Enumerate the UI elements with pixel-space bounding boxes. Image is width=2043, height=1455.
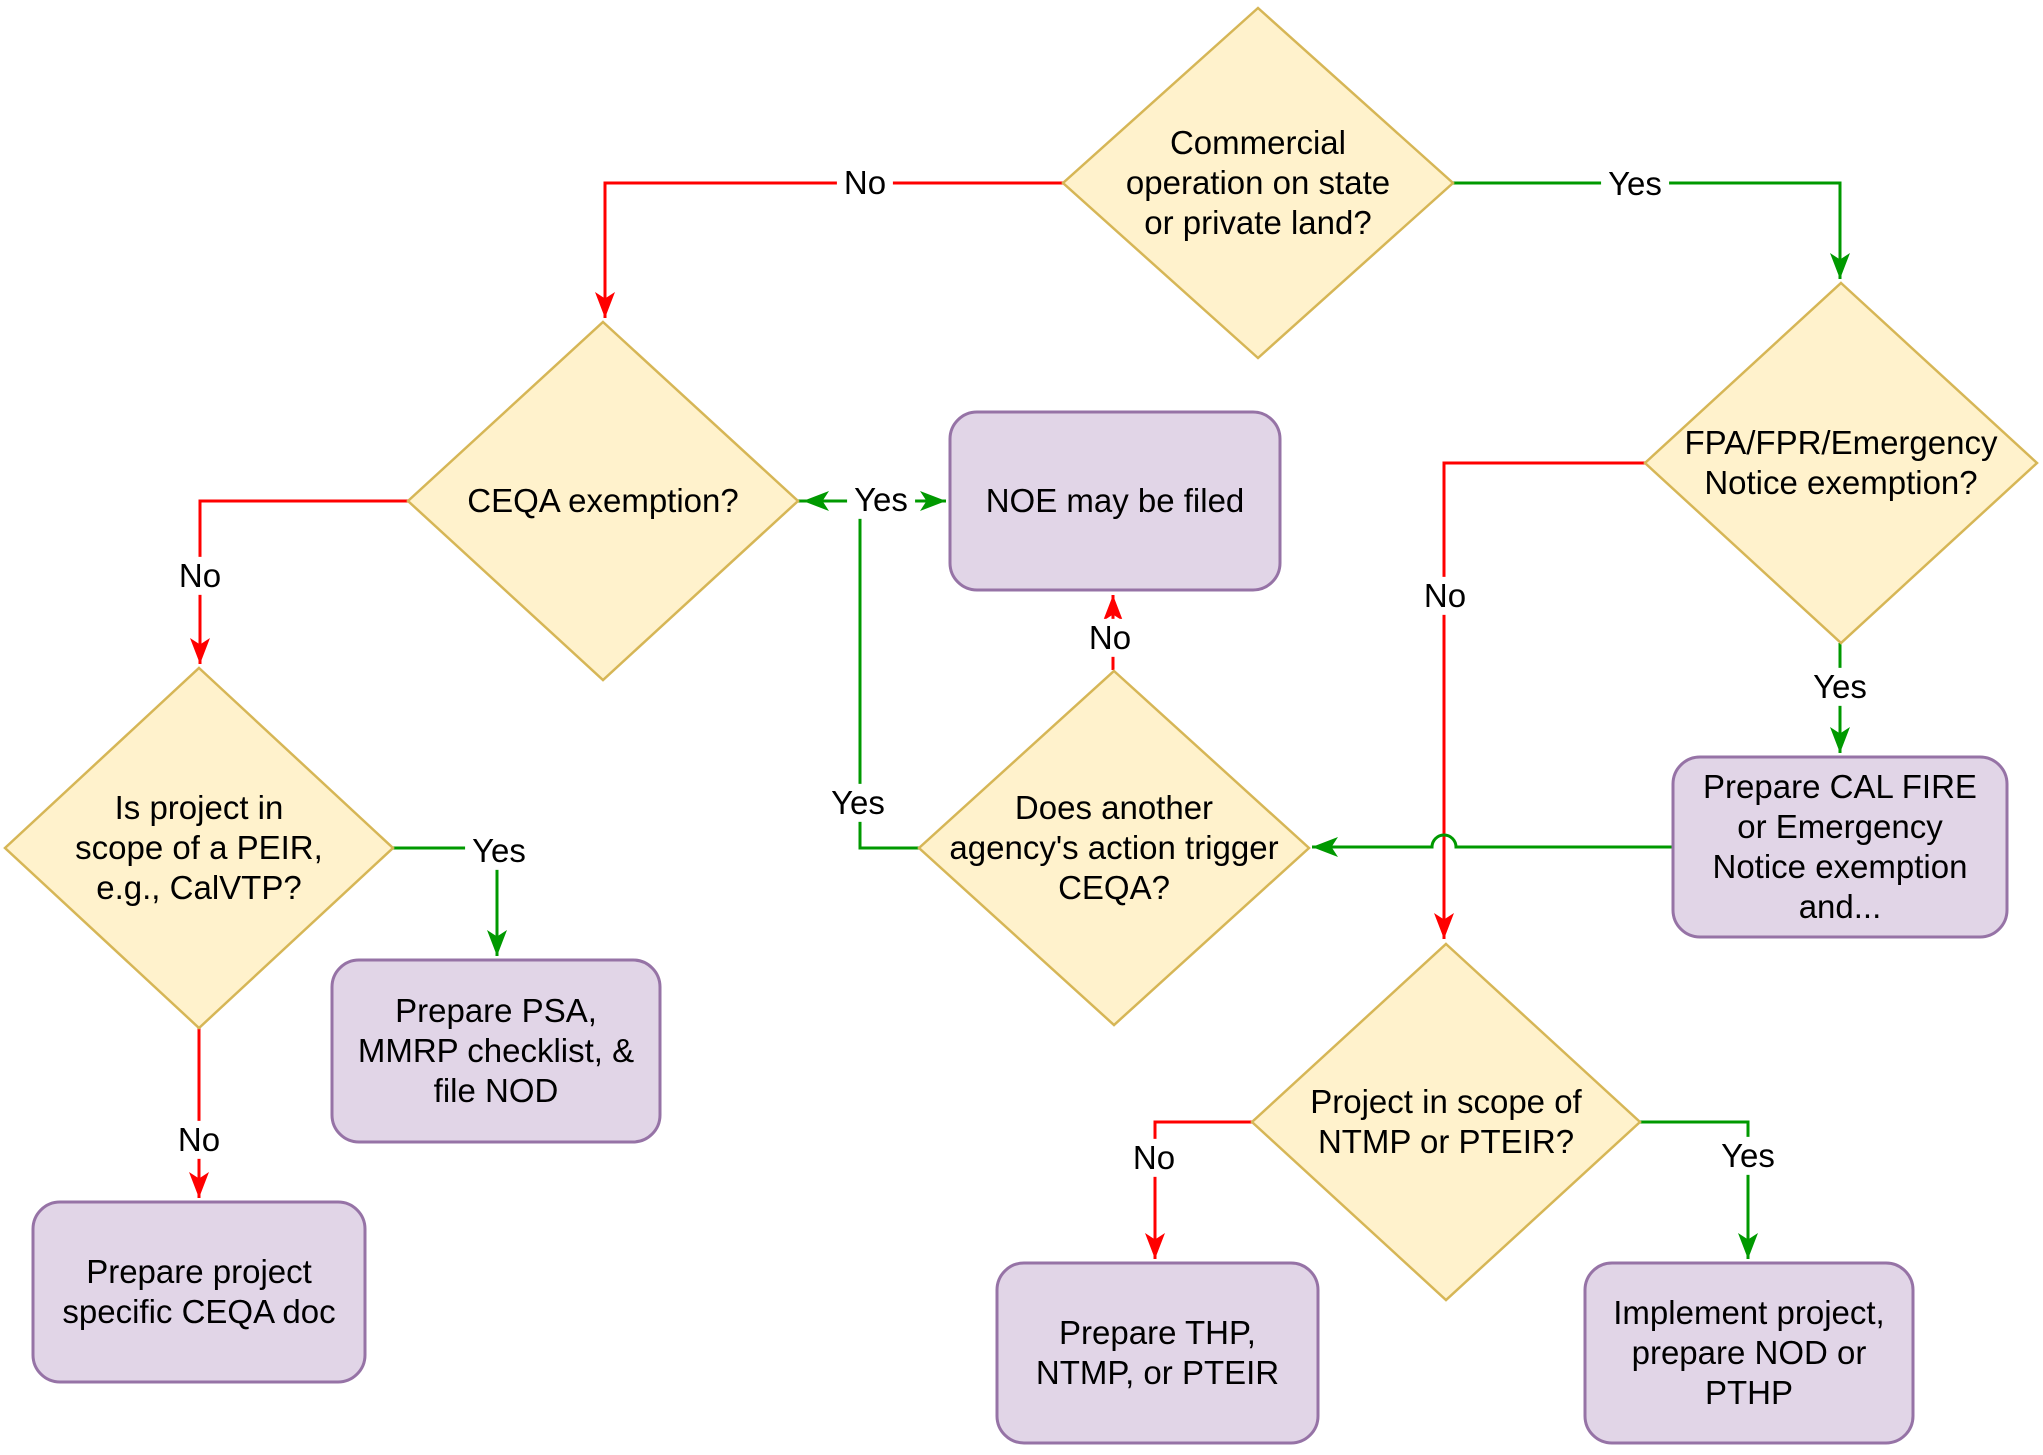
edge-commercial-no [595, 181, 1063, 318]
edge-ntmp-yes [1640, 1120, 1758, 1259]
decision-another-agency-shape [917, 669, 1311, 1027]
edge-commercial-yes [1453, 181, 1850, 279]
edge-agency-yes [803, 491, 920, 850]
decision-commercial-shape [1061, 6, 1455, 360]
outcome-implement-shape [1583, 1261, 1915, 1445]
decision-ntmp-shape [1250, 942, 1642, 1302]
edge-ceqa-no [190, 499, 408, 664]
decision-fpa-exemption-shape [1643, 281, 2039, 645]
outcome-noe-shape [948, 410, 1282, 592]
outcome-cal-fire-shape [1671, 755, 2009, 939]
outcome-psa-shape [330, 958, 662, 1144]
edge-ntmp-no [1145, 1120, 1252, 1259]
edge-calfire-to-agency [1312, 833, 1673, 857]
edge-fpa-no [1434, 461, 1645, 939]
decision-peir-shape [3, 666, 395, 1030]
outcome-thp-shape [995, 1261, 1320, 1445]
outcome-ceqa-doc-shape [31, 1200, 367, 1384]
edge-peir-yes [393, 846, 507, 956]
decision-ceqa-exemption-shape [406, 320, 800, 682]
